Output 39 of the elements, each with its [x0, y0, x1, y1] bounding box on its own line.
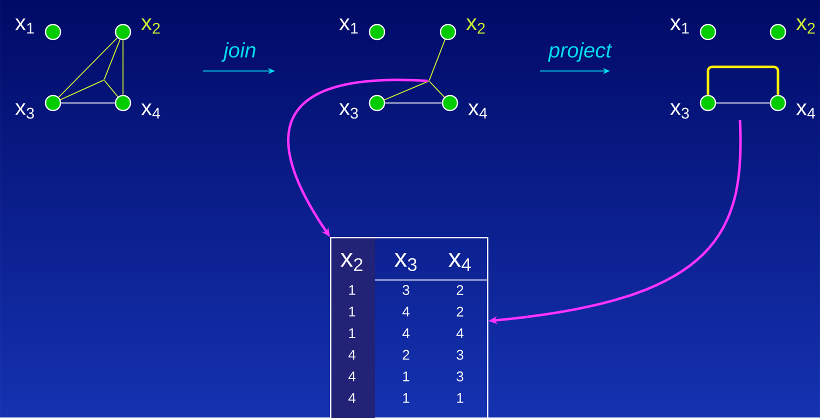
node-label: x$_{4}$: [141, 103, 160, 119]
connector-line: [104, 39, 121, 80]
variable-node: x$_{3}$: [670, 94, 716, 119]
connector-line: [104, 80, 118, 98]
connector-line: [60, 80, 104, 100]
node-label: x$_{3}$: [339, 103, 358, 119]
variable-node: x$_{4}$: [442, 94, 488, 119]
variable-node: x$_{1}$: [15, 18, 62, 40]
node-label: x$_{3}$: [670, 103, 689, 119]
bracket-line: [706, 66, 780, 95]
node-label: x$_{1}$: [339, 18, 358, 34]
connector-line: [384, 80, 429, 100]
variable-node: x$_{4}$: [770, 94, 816, 119]
variable-node: x$_{1}$: [339, 18, 386, 40]
operation-label: join: [221, 42, 256, 62]
variable-node: x$_{2}$: [440, 18, 485, 40]
operation-label: project: [548, 42, 612, 62]
node-label: x$_{1}$: [15, 18, 34, 34]
node-label: x$_{2}$: [796, 18, 815, 34]
variable-node: x$_{1}$: [670, 18, 716, 40]
variable-node: x$_{2}$: [770, 18, 815, 40]
connector-line: [58, 37, 118, 98]
connector-line: [60, 102, 116, 104]
node-label: x$_{4}$: [796, 103, 816, 119]
variable-node: x$_{3}$: [15, 94, 62, 119]
connector-line: [716, 102, 770, 104]
variable-node: x$_{3}$: [339, 94, 386, 119]
variable-node: x$_{4}$: [114, 94, 160, 119]
connector-line: [428, 39, 446, 81]
connector-line: [384, 102, 442, 104]
connector-line: [429, 81, 445, 98]
data-table: x$_{2}$ x$_{3}$ x$_{4}$ 1 3 2 1 4 2 1 4 4 4 2 3 4 1 3 4 1 1: [330, 237, 488, 418]
node-label: x$_{4}$: [468, 103, 488, 119]
variable-node: x$_{2}$: [114, 18, 160, 40]
node-label: x$_{2}$: [141, 18, 160, 34]
connector-line: [122, 40, 124, 96]
node-label: x$_{3}$: [15, 103, 34, 119]
node-label: x$_{1}$: [670, 18, 689, 34]
node-label: x$_{2}$: [466, 18, 485, 34]
